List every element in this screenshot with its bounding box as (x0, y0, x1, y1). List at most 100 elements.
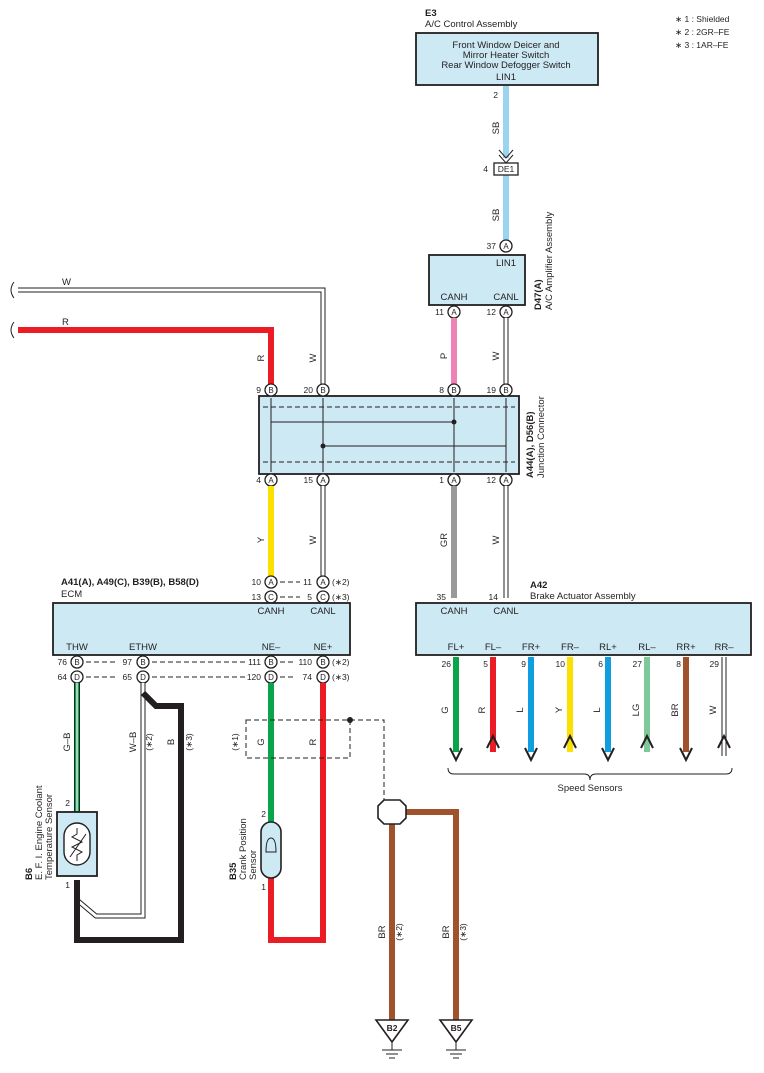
arrow-down-icon (449, 747, 463, 763)
junction-de1: DE1 4 (483, 162, 519, 176)
notes: ∗ 1 : Shielded ∗ 2 : 2GR–FE ∗ 3 : 1AR–FE (675, 14, 730, 50)
wire-label-sb-2: SB (491, 209, 502, 222)
brake-pin-14: 14 (489, 592, 499, 602)
wire-sb: SB SB 2 (491, 86, 514, 240)
junction-top-pins: B 9 B 20 B 8 B 19 (256, 383, 513, 397)
ground-b5-label: B5 (451, 1023, 462, 1033)
brake-output-1: FL+ 26G (440, 642, 465, 763)
junction-bottom-pins: A 4 A 15 A 1 A 12 (256, 473, 513, 487)
ac-amp-name: A/C Amplifier Assembly (544, 212, 555, 310)
ac-control-name: A/C Control Assembly (425, 19, 518, 30)
brake-name: Brake Actuator Assembly (530, 591, 636, 602)
brake-pin-7: 8 (676, 659, 681, 669)
jc-top-letter-2: B (320, 386, 325, 395)
ecm-terminal-canh: CANH (258, 606, 285, 617)
ecm-r2-letter-4: D (320, 673, 326, 682)
junction-connector-name: Junction Connector (536, 396, 547, 478)
ecm-row1-pins: B 76 97 B 111 B 110 B (∗2) (58, 655, 350, 669)
ground-b5: B5 (438, 1019, 474, 1059)
wire-label-br-2: BR (441, 925, 452, 938)
ground-wires: BR (∗2) BR (∗3) (377, 799, 468, 1020)
brake-actuator: 35 14 A42 Brake Actuator Assembly CANH C… (415, 580, 752, 656)
brake-terminal-7: RR+ (676, 642, 696, 653)
ecm-r2-letter-3: D (268, 673, 274, 682)
ecm-r1-letter-3: B (268, 658, 273, 667)
wire-b: B (∗3) (74, 690, 194, 943)
jc-bot-pin-1: 1 (439, 475, 444, 485)
brake-pin-35: 35 (437, 592, 447, 602)
ecm-can-note-2: (∗3) (332, 592, 350, 602)
ground-note-1: (∗2) (394, 923, 404, 941)
ecm-can-letter-3: C (268, 593, 274, 602)
crank-sensor-name-1: Crank Position (238, 818, 249, 880)
ac-control-box (415, 32, 599, 86)
de1-pin: 4 (483, 164, 488, 174)
ac-control-assembly: E3 A/C Control Assembly Front Window Dei… (415, 8, 599, 86)
ecm-pin-111: 111 (248, 657, 261, 667)
junction-connector-box (258, 395, 520, 475)
brake-wire-label-7: BR (670, 703, 681, 716)
ac-amp-pin-letter-1: A (503, 242, 509, 251)
brake-terminal-3: FR+ (522, 642, 541, 653)
jc-top-pin-9: 9 (256, 385, 261, 395)
wire-label-w-amp: W (491, 351, 502, 360)
jc-top-pin-8: 8 (439, 385, 444, 395)
speed-sensors: Speed Sensors (447, 767, 733, 794)
jc-top-letter-3: B (451, 386, 456, 395)
brake-id: A42 (530, 580, 547, 591)
arrow-up-icon (563, 733, 577, 749)
wire-label-w-brake: W (491, 535, 502, 544)
arrow-up-icon (717, 733, 731, 749)
jc-top-letter-4: B (503, 386, 508, 395)
jc-bot-pin-12: 12 (487, 475, 497, 485)
brake-terminal-1: FL+ (448, 642, 465, 653)
wire-w-top: W (10, 277, 326, 384)
brake-wire-label-6: LG (631, 704, 642, 717)
brake-wire-label-1: G (440, 706, 451, 713)
ecm-id: A41(A), A49(C), B39(B), B58(D) (61, 577, 199, 588)
ecm-can-note-1: (∗2) (332, 577, 350, 587)
brake-terminal-8: RR– (714, 642, 734, 653)
ecm-pin-5: 5 (307, 592, 312, 602)
ecm-pin-10: 10 (252, 577, 262, 587)
wire-label-w-top: W (62, 277, 71, 288)
temp-sensor-name-1: E. F. I. Engine Coolant (34, 785, 45, 880)
brake-output-2: FL–5R (477, 642, 502, 752)
arrow-down-icon (601, 747, 615, 763)
ecm: A41(A), A49(C), B39(B), B58(D) ECM A 10 … (52, 575, 351, 656)
brake-pin-3: 9 (521, 659, 526, 669)
wire-label-p: P (439, 353, 450, 359)
ac-amp-terminal-canh: CANH (441, 292, 468, 303)
ac-amp-terminal-canl: CANL (493, 292, 518, 303)
crank-pin-2: 2 (261, 809, 266, 819)
ecm-r2-letter-2: D (140, 673, 146, 682)
ground-note-2: (∗3) (458, 923, 468, 941)
brake-pin-1: 26 (442, 659, 452, 669)
ac-amp-pin-11: 11 (435, 307, 444, 317)
brake-pin-4: 10 (556, 659, 566, 669)
ac-control-pin: 2 (493, 90, 498, 100)
jc-bot-letter-3: A (451, 476, 457, 485)
brake-terminal-2: FL– (485, 642, 502, 653)
ac-amp-pin-12: 12 (487, 307, 497, 317)
ecm-pin-76: 76 (58, 657, 68, 667)
jc-top-letter-1: B (268, 386, 273, 395)
ac-amp-id: D47(A) (533, 279, 544, 310)
junction-connector: A44(A), D56(B) Junction Connector (258, 395, 547, 478)
note-1: ∗ 1 : Shielded (675, 14, 730, 24)
wire-label-b: B (166, 739, 177, 745)
speed-sensors-label: Speed Sensors (558, 783, 623, 794)
ac-control-line-2: Mirror Heater Switch (463, 50, 550, 61)
ecm-can-letter-2: A (320, 578, 326, 587)
ecm-pin-64: 64 (58, 672, 68, 682)
ecm-pin-120: 120 (247, 672, 261, 682)
brake-terminal-canh: CANH (441, 606, 468, 617)
temp-sensor-id: B6 (24, 868, 35, 880)
wire-label-g: G (256, 738, 267, 745)
ecm-r1-letter-4: B (320, 658, 325, 667)
wire-label-gr: GR (439, 533, 450, 547)
ecm-box (52, 602, 351, 656)
ecm-terminal-ethw: ETHW (129, 642, 157, 653)
ground-splice (377, 799, 407, 825)
